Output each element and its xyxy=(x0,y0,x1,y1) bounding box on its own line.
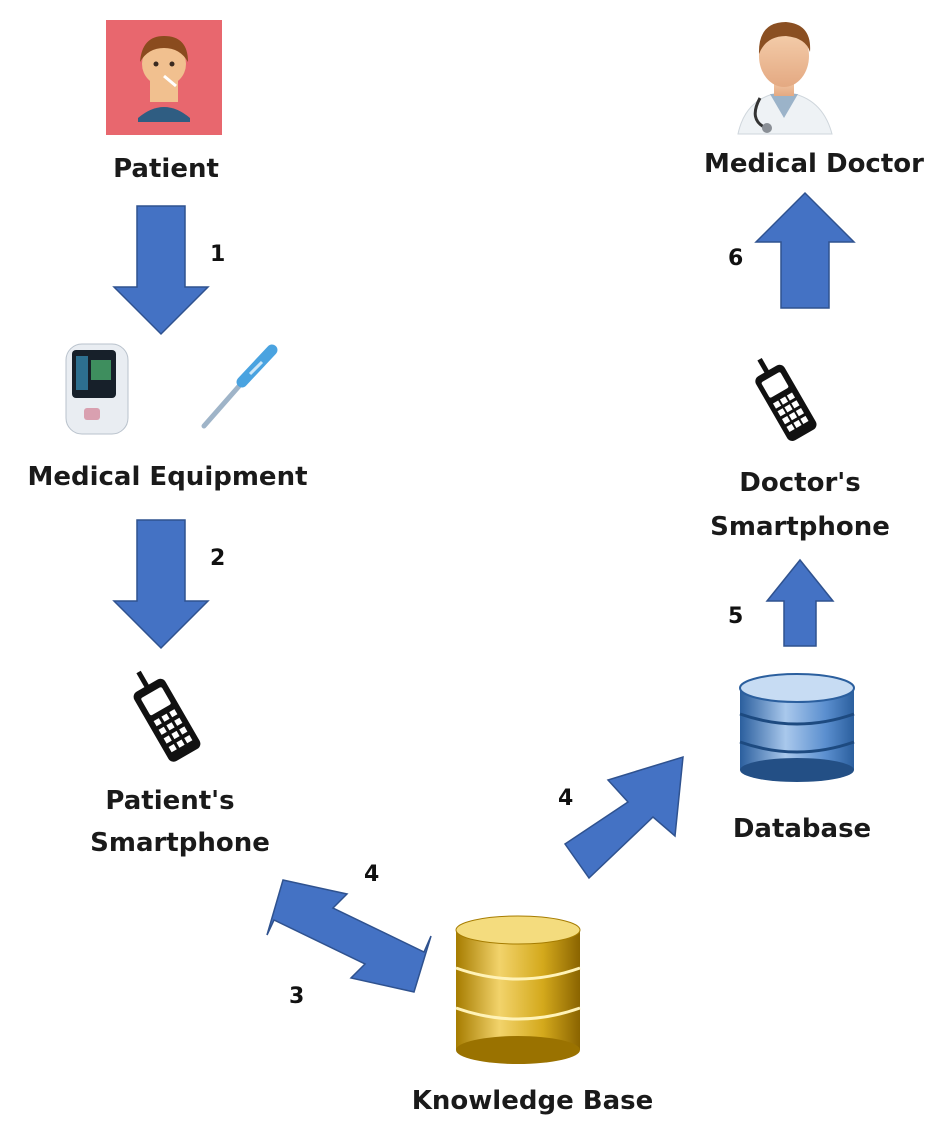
doctor-avatar-icon xyxy=(737,22,833,135)
step-number-1: 1 xyxy=(210,242,226,267)
patient-avatar-icon xyxy=(106,20,222,135)
label-medical-equipment: Medical Equipment xyxy=(27,462,308,492)
label-medical-doctor: Medical Doctor xyxy=(704,149,924,179)
label-database: Database xyxy=(732,814,872,844)
gold-database-icon xyxy=(455,915,581,1064)
step-number-5: 5 xyxy=(728,604,744,629)
blue-database-icon xyxy=(739,673,855,782)
mobile-phone-icon xyxy=(133,670,201,762)
thermometer-icon xyxy=(201,344,278,429)
label-patient-smartphone-line1: Patient's xyxy=(105,786,235,816)
arrow-step-4-diagonal xyxy=(563,755,684,880)
step-number-4-left: 4 xyxy=(364,862,380,887)
step-number-2: 2 xyxy=(210,546,226,571)
label-patient: Patient xyxy=(113,154,219,184)
arrow-step-6 xyxy=(754,191,856,309)
label-patient-smartphone-line2: Smartphone xyxy=(90,828,270,858)
arrow-step-3-4-bidirectional xyxy=(266,879,432,993)
step-number-3: 3 xyxy=(289,984,305,1009)
label-knowledge-base: Knowledge Base xyxy=(411,1086,654,1116)
label-doctor-smartphone-line2: Smartphone xyxy=(710,512,890,542)
step-number-4-right: 4 xyxy=(558,786,574,811)
label-doctor-smartphone-line1: Doctor's xyxy=(739,468,861,498)
arrow-step-2 xyxy=(112,519,210,650)
arrow-step-5 xyxy=(765,558,835,647)
mobile-phone-icon xyxy=(755,357,817,441)
arrow-step-1 xyxy=(112,205,210,336)
step-number-6: 6 xyxy=(728,246,744,271)
pulse-oximeter-icon xyxy=(65,343,129,435)
